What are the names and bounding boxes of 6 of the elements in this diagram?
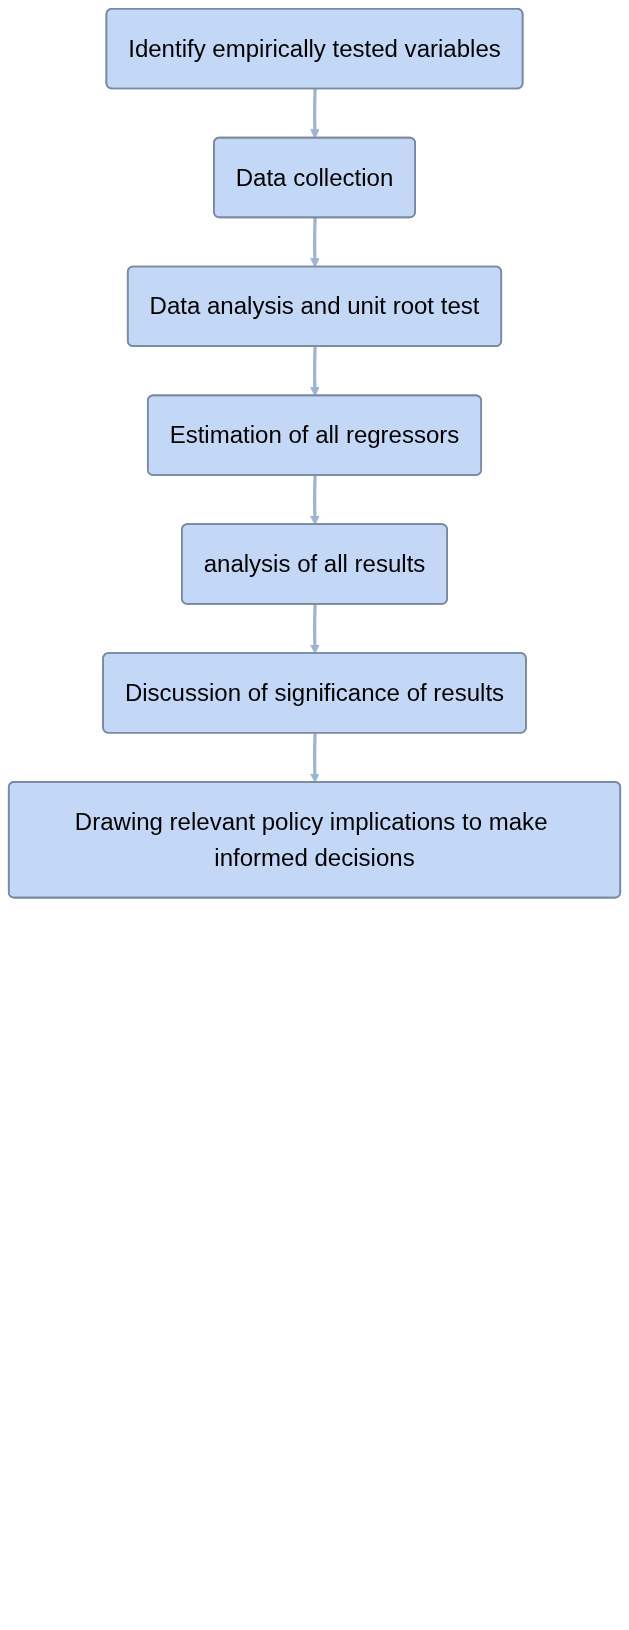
arrow [310,88,320,139]
arrow [310,475,320,526]
arrow [310,346,320,397]
arrow [310,733,320,783]
arrow [310,217,320,268]
arrow [310,604,320,654]
